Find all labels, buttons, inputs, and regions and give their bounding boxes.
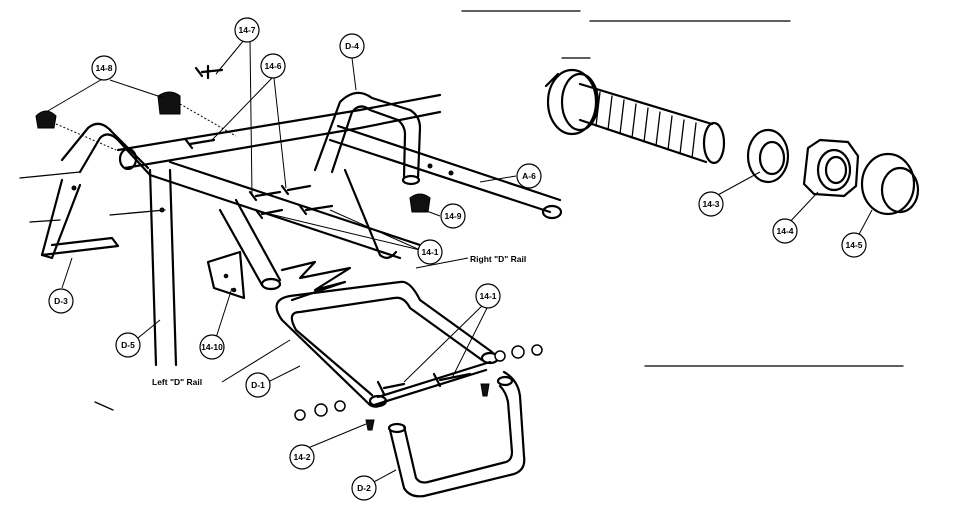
break-line [280,260,352,302]
svg-text:A-6: A-6 [522,171,536,181]
frame-d4 [313,91,563,220]
label-left-d-rail: Left "D" Rail [152,377,202,387]
bolts [35,64,431,220]
handle-bar-d5 [60,122,178,367]
rail-hardware [294,344,543,431]
callout-a-6: A-6 [516,163,542,189]
label-right-d-rail: Right "D" Rail [470,254,526,264]
callout-14-1-lower: 14-1 [475,283,501,309]
svg-text:14-5: 14-5 [845,240,862,250]
callout-d-1: D-1 [245,372,271,398]
svg-text:14-8: 14-8 [95,63,112,73]
svg-text:14-2: 14-2 [293,452,310,462]
callout-14-5: 14-5 [841,232,867,258]
svg-text:D-1: D-1 [251,380,265,390]
svg-text:14-3: 14-3 [702,199,719,209]
callout-14-4: 14-4 [772,218,798,244]
svg-text:14-9: 14-9 [444,211,461,221]
svg-text:14-1: 14-1 [479,291,496,301]
bracket-d3 [19,171,166,260]
svg-text:14-1: 14-1 [421,247,438,257]
svg-text:14-10: 14-10 [201,342,223,352]
svg-text:14-7: 14-7 [238,25,255,35]
callout-d-4: D-4 [339,33,365,59]
svg-text:D-2: D-2 [357,483,371,493]
callout-14-9: 14-9 [440,203,466,229]
callout-14-6: 14-6 [260,53,286,79]
callout-14-8: 14-8 [91,55,117,81]
svg-text:D-3: D-3 [54,296,68,306]
callout-14-7: 14-7 [234,17,260,43]
shaft-assembly [544,68,920,216]
svg-text:14-4: 14-4 [776,226,793,236]
elbow-tube [206,168,398,300]
header-rules [94,10,904,411]
svg-text:D-5: D-5 [121,340,135,350]
callout-d-5: D-5 [115,332,141,358]
callout-d-3: D-3 [48,288,74,314]
svg-text:D-4: D-4 [345,41,359,51]
callout-14-10: 14-10 [199,334,225,360]
leader-lines [45,39,873,485]
callout-14-1-upper: 14-1 [417,239,443,265]
callout-14-2: 14-2 [289,444,315,470]
callout-14-3: 14-3 [698,191,724,217]
svg-text:14-6: 14-6 [264,61,281,71]
d-rails [275,280,500,408]
frame-d2 [387,370,526,498]
callout-d-2: D-2 [351,475,377,501]
